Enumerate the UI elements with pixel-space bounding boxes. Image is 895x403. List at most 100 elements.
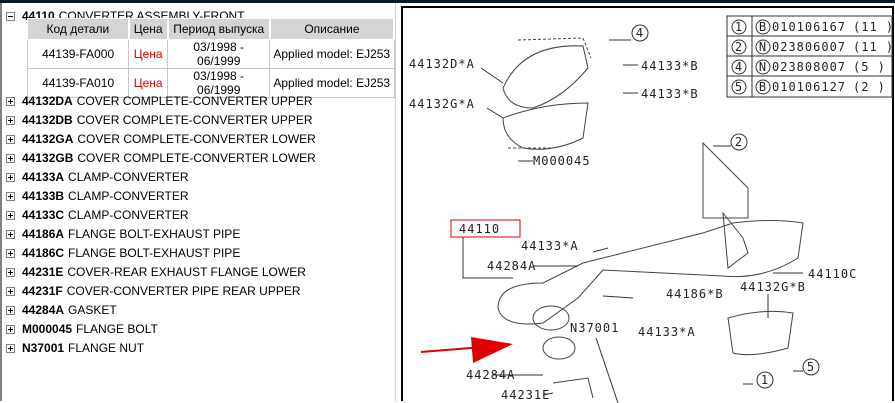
legend-type[interactable]: N [759,40,767,54]
callout-label-l2[interactable]: 44132G*A [409,97,475,111]
legend-number[interactable]: 2 [735,40,743,54]
callout-circle [755,39,771,55]
table-row[interactable]: 44139-FA010 Цена 03/1998 - 06/1999 Appli… [26,68,395,98]
legend-part-number[interactable]: 010106167 [772,20,846,34]
expand-icon[interactable] [6,229,15,239]
legend-number[interactable]: 1 [735,20,743,34]
legend-quantity[interactable]: (11 ) [853,40,894,54]
callout-circle [731,19,747,35]
callout-label-l3[interactable]: M000045 [533,154,591,168]
legend-type[interactable]: B [759,80,767,94]
callout-label-l4[interactable]: 44133*B [641,59,699,73]
callout-label-l14[interactable]: 44284A [466,368,515,382]
expand-icon[interactable] [6,172,15,182]
callout-circle-c5[interactable]: 5 [807,360,815,374]
expand-icon[interactable] [6,134,15,144]
legend-quantity[interactable]: (2 ) [853,80,886,94]
part-name: CLAMP-CONVERTER [68,208,189,222]
callout-label-l10[interactable]: 44186*B [666,287,724,301]
callout-circle-c2[interactable]: 2 [735,135,743,149]
expand-icon[interactable] [6,115,15,125]
description: Applied model: EJ253 [269,68,395,98]
callout-circle [755,59,771,75]
expand-icon[interactable] [6,267,15,277]
expand-icon[interactable] [6,248,15,258]
expand-icon[interactable] [6,153,15,163]
callout-label-l15[interactable]: 44231E [501,388,550,402]
callout-circle [756,371,774,389]
converter-cover-upper-shape [502,37,592,150]
expand-icon[interactable] [6,191,15,201]
callout-circle-c4[interactable]: 4 [636,26,644,40]
part-name: FLANGE BOLT-EXHAUST PIPE [68,246,241,260]
callout-label-l6[interactable]: 44110 [459,222,500,236]
callout-circle-c1[interactable]: 1 [761,373,769,387]
price-link[interactable]: Цена [128,39,169,69]
legend-type[interactable]: N [759,60,767,74]
part-code: 44133A [22,170,65,184]
callout-label-l5[interactable]: 44133*B [641,87,699,101]
leader-lines [462,39,803,403]
part-code: 44186A [22,227,65,241]
callout-circle [731,59,747,75]
top-bar [0,0,895,3]
exhaust-pipe-shape [497,141,804,399]
part-name: COVER COMPLETE-CONVERTER LOWER [77,151,316,165]
callout-label-l8[interactable]: 44284A [487,259,536,273]
price-link[interactable]: Цена [128,68,169,98]
part-name: COVER COMPLETE-CONVERTER UPPER [76,94,313,108]
fastener-legend [726,15,893,98]
collapse-icon[interactable] [6,11,15,21]
part-code: 44231F [22,284,63,298]
description: Applied model: EJ253 [269,39,395,69]
legend-type[interactable]: B [759,20,767,34]
col-header-code[interactable]: Код детали [26,18,130,40]
part-variants-table: Код детали Цена Период выпуска Описание … [26,18,396,98]
col-header-period[interactable]: Период выпуска [167,18,271,40]
expand-icon[interactable] [6,286,15,296]
part-code: 44186C [22,246,65,260]
expand-icon[interactable] [6,96,15,106]
part-name: FLANGE NUT [68,341,145,355]
callout-label-l11[interactable]: 44132G*B [740,280,806,294]
callout-label-l12[interactable]: N37001 [570,321,619,335]
part-code: 44133B [22,189,65,203]
col-header-price[interactable]: Цена [128,18,169,40]
table-row[interactable]: 44139-FA000 Цена 03/1998 - 06/1999 Appli… [26,39,395,69]
part-name: FLANGE BOLT [76,322,158,336]
callout-label-l9[interactable]: 44110C [808,267,857,281]
callout-label-l7[interactable]: 44133*A [521,239,579,253]
expand-icon[interactable] [6,343,15,353]
legend-part-number[interactable]: 023806007 [772,40,846,54]
legend-part-number[interactable]: 010106127 [772,80,846,94]
callout-label-l1[interactable]: 44132D*A [409,57,475,71]
legend-number[interactable]: 5 [735,80,743,94]
expand-icon[interactable] [6,324,15,334]
part-code: 44132GA [22,132,74,146]
expand-icon[interactable] [6,305,15,315]
legend-part-number[interactable]: 023808007 [772,60,846,74]
legend-quantity[interactable]: (11 ) [853,20,894,34]
part-name: FLANGE BOLT-EXHAUST PIPE [68,227,241,241]
callout-label-l13[interactable]: 44133*A [638,325,696,339]
col-header-desc[interactable]: Описание [269,18,396,40]
legend-quantity[interactable]: (5 ) [853,60,886,74]
expand-icon[interactable] [6,210,15,220]
legend-number[interactable]: 4 [735,60,743,74]
